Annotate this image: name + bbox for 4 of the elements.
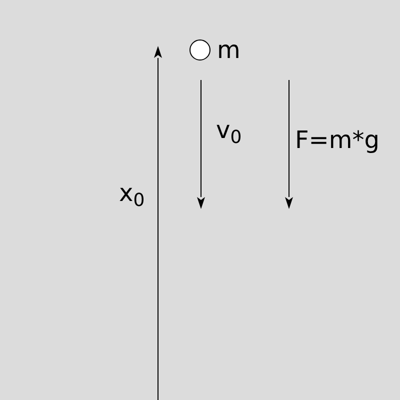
- velocity-label: v$_{0}$: [216, 118, 242, 142]
- force-label: F=m*g: [295, 128, 380, 152]
- axis-label: x$_{0}$: [119, 181, 145, 205]
- mass-label: m: [217, 38, 240, 62]
